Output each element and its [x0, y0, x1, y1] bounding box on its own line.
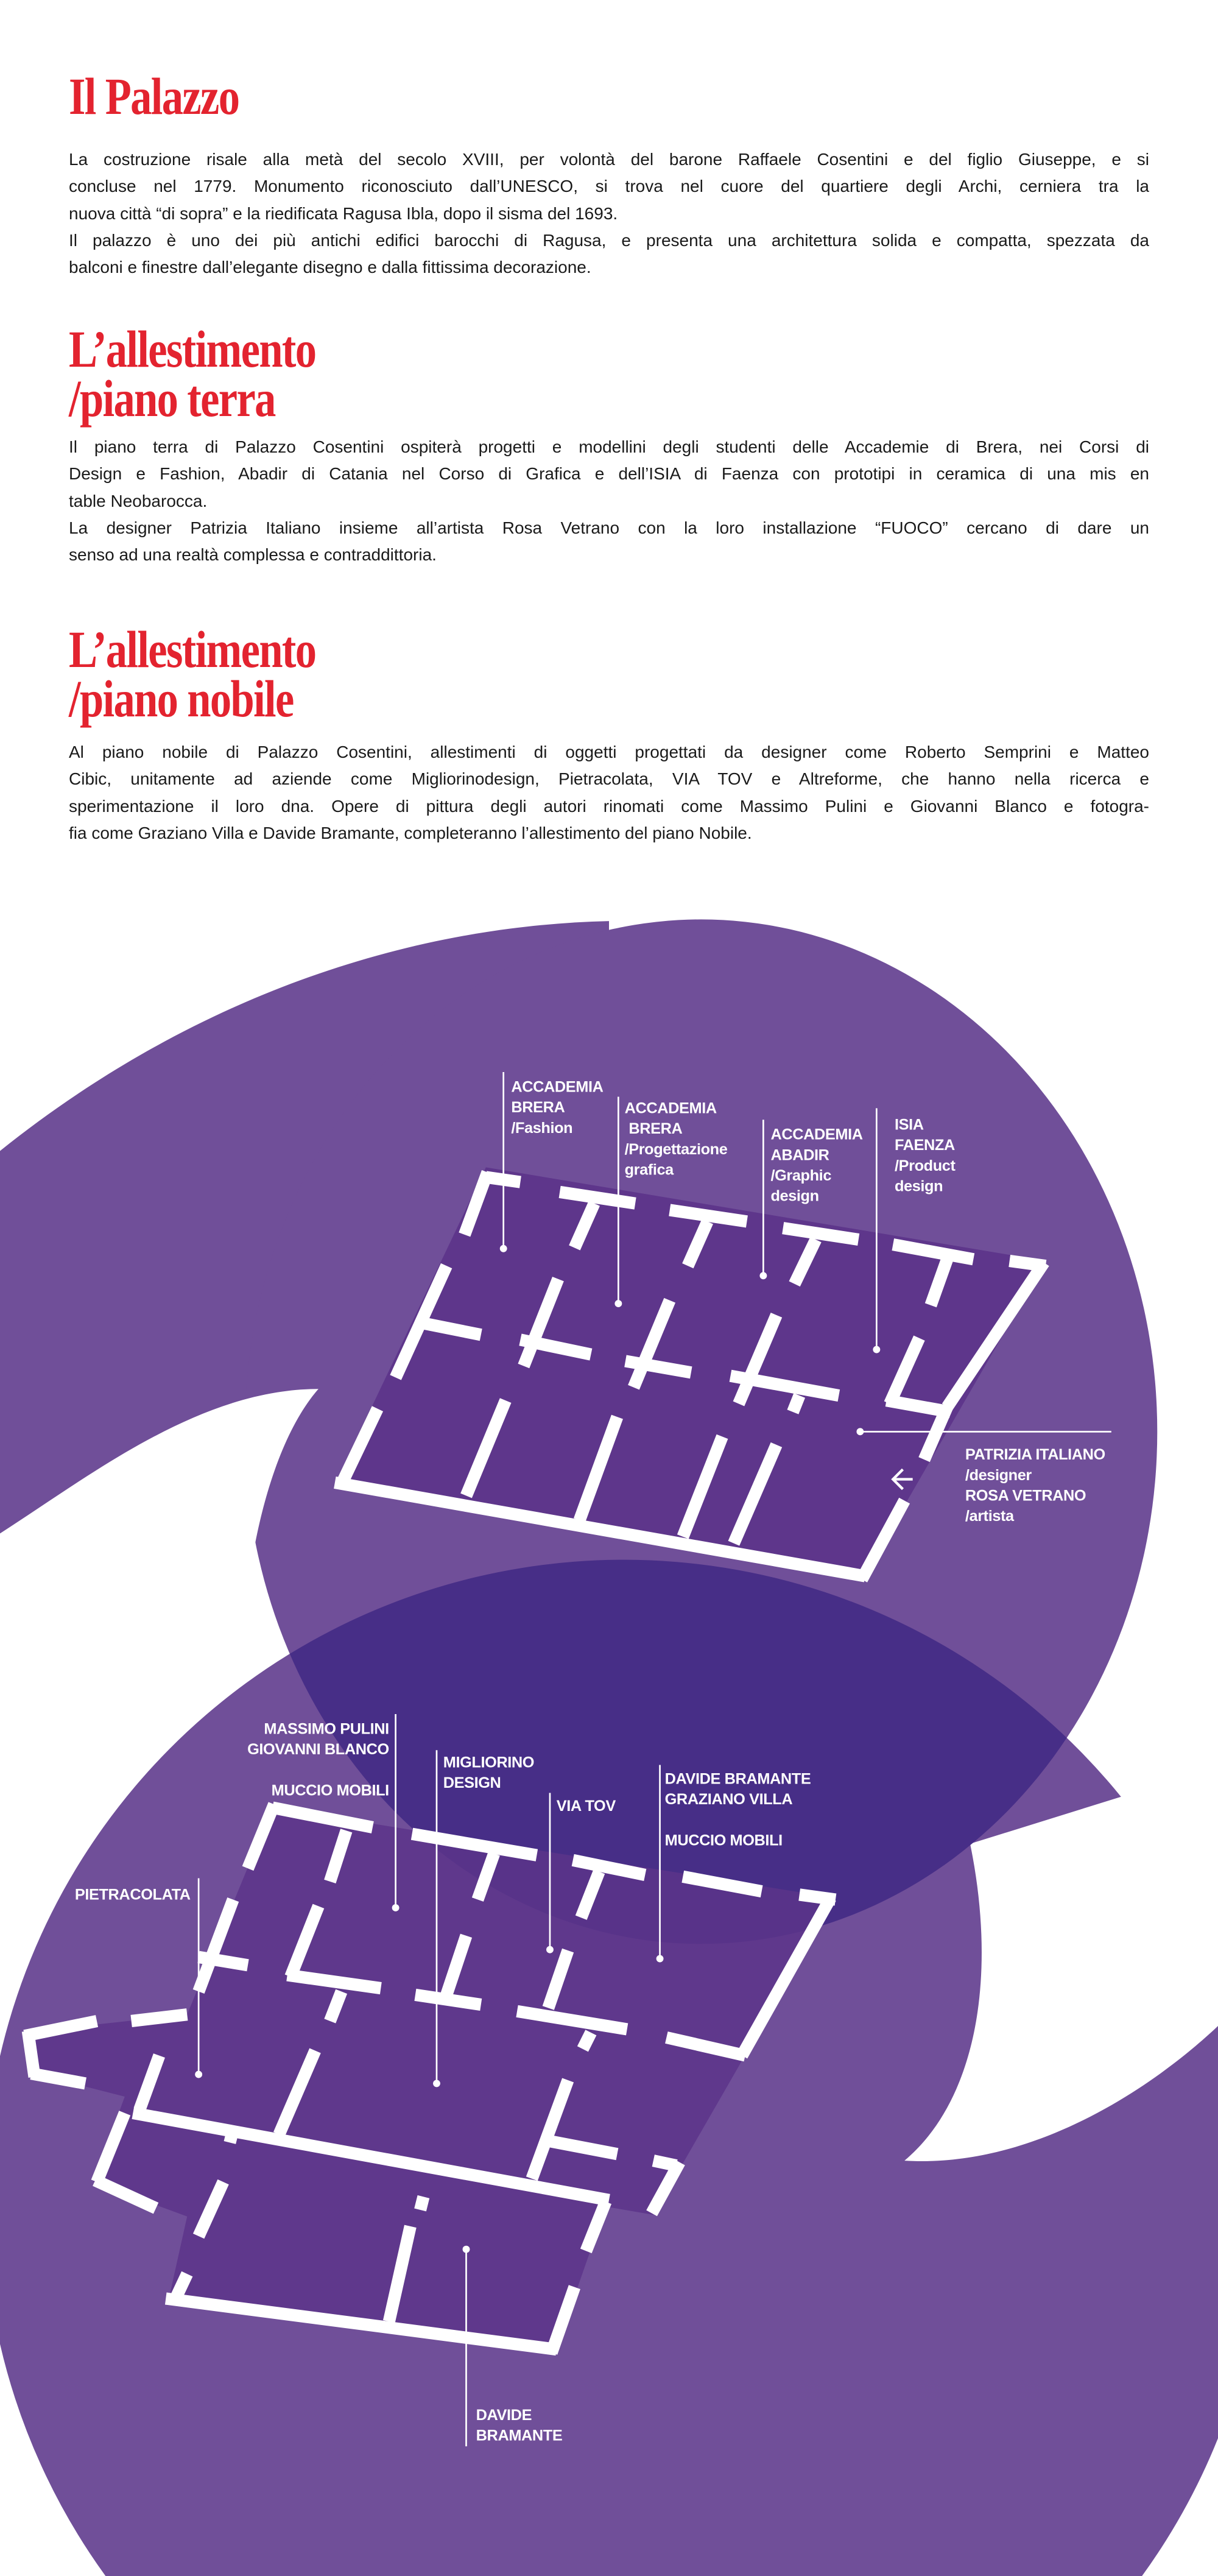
text-line: Al piano nobile di Palazzo Cosentini, al… — [69, 743, 1149, 761]
label-pietracolata: PIETRACOLATA — [75, 1878, 203, 2078]
text-line: senso ad una realtà complessa e contradd… — [69, 545, 437, 565]
section-title-piano-nobile: L’allestimento /piano nobile — [69, 620, 317, 728]
text-line: fia come Graziano Villa e Davide Bramant… — [69, 823, 752, 842]
section-text-piano-nobile: Al piano nobile di Palazzo Cosentini, al… — [69, 739, 1149, 847]
text-line: Cibic, unitamente ad aziende come Miglio… — [69, 769, 1149, 789]
section-text-piano-terra: Il piano terra di Palazzo Cosentini ospi… — [69, 434, 1149, 568]
text-line: concluse nel 1779. Monumento riconosciut… — [69, 177, 1149, 196]
title-line: L’allestimento — [69, 620, 317, 679]
decorative-band — [0, 919, 1218, 2576]
svg-text:VIA TOV: VIA TOV — [557, 1798, 616, 1815]
text-line: Il piano terra di Palazzo Cosentini ospi… — [69, 437, 1149, 456]
section-title-palazzo: Il Palazzo — [69, 67, 240, 125]
svg-text:PIETRACOLATA: PIETRACOLATA — [75, 1886, 191, 1904]
text-line: nuova città “di sopra” e la riedificata … — [69, 203, 618, 223]
section-text-palazzo: La costruzione risale alla metà del seco… — [69, 146, 1149, 281]
title-line: /piano nobile — [69, 669, 294, 728]
text-line: Design e Fashion, Abadir di Catania nel … — [69, 464, 1149, 484]
title-line: /piano terra — [69, 369, 276, 428]
floor-plan-piano-nobile — [21, 1801, 837, 2356]
text-line: table Neobarocca. — [69, 491, 208, 510]
text-line: La designer Patrizia Italiano insieme al… — [69, 518, 1149, 537]
text-line: sperimentazione il loro dna. Opere di pi… — [69, 796, 1149, 816]
floor-plan-piano-terra — [334, 1167, 1049, 1583]
text-line: balconi e finestre dall’elegante disegno… — [69, 258, 591, 277]
arrow-left-icon — [891, 1468, 913, 1491]
title-line: Il Palazzo — [69, 67, 240, 125]
text-line: Il palazzo è uno dei più antichi edifici… — [69, 230, 1149, 250]
title-line: L’allestimento — [69, 320, 317, 378]
section-title-piano-terra: L’allestimento /piano terra — [69, 320, 317, 428]
label-via-tov: VIA TOV — [546, 1793, 616, 1953]
text-line: La costruzione risale alla metà del seco… — [69, 150, 1149, 169]
